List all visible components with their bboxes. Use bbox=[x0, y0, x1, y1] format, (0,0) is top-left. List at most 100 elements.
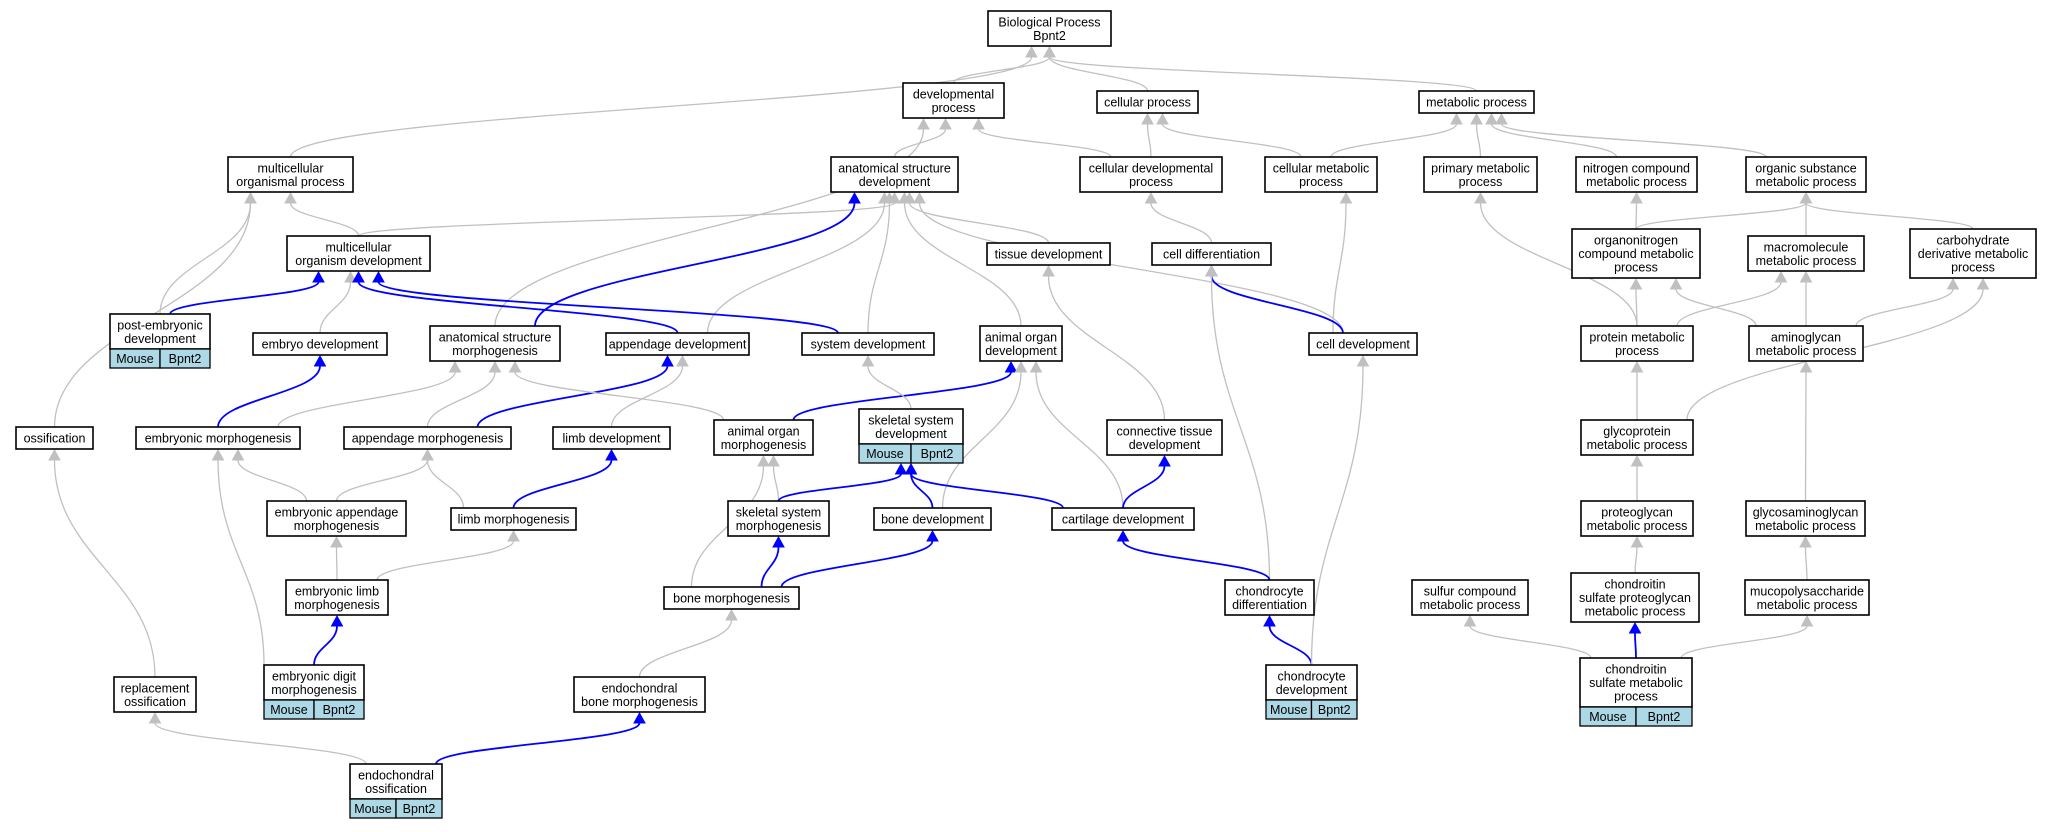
node-label-line: morphogenesis bbox=[271, 683, 356, 697]
go-term-node-cad[interactable]: cartilage development bbox=[1051, 507, 1195, 531]
edge-csm-to-scm bbox=[1469, 625, 1592, 659]
node-box bbox=[109, 313, 211, 350]
node-label-line: morphogenesis bbox=[736, 519, 821, 533]
node-label-line: animal organ bbox=[985, 330, 1057, 344]
arrowhead-icon bbox=[605, 448, 618, 461]
node-label-line: metabolic process bbox=[1757, 598, 1858, 612]
arrowhead-icon bbox=[1799, 360, 1813, 373]
go-term-node-cel[interactable]: cellular process bbox=[1096, 90, 1199, 114]
edge-aod-to-asd bbox=[903, 202, 1022, 327]
go-term-node-emm[interactable]: embryonic morphogenesis bbox=[135, 426, 301, 450]
node-box bbox=[663, 586, 800, 610]
node-box bbox=[605, 332, 750, 356]
edge-ros-to-oss bbox=[53, 459, 156, 678]
go-term-node-oss[interactable]: ossification bbox=[15, 426, 94, 450]
edge-chd-to-cdf bbox=[1210, 275, 1271, 581]
node-label-line: primary metabolic bbox=[1431, 161, 1530, 175]
edge-bod-to-ssd bbox=[910, 473, 934, 509]
edge-td-to-asd bbox=[908, 202, 1050, 244]
node-label-line: development bbox=[859, 175, 931, 189]
node-label-line: appendage morphogenesis bbox=[352, 432, 504, 446]
edge-mop-to-bp bbox=[289, 56, 1033, 158]
go-term-node-cdf[interactable]: cell differentiation bbox=[1151, 242, 1272, 266]
node-label-line: skeletal system bbox=[736, 505, 821, 519]
go-term-node-td[interactable]: tissue development bbox=[986, 242, 1111, 266]
tag-label-bpnt2: Bpnt2 bbox=[921, 447, 954, 461]
go-term-node-apd[interactable]: appendage development bbox=[605, 332, 750, 356]
node-box bbox=[286, 235, 431, 272]
node-label-line: sulfur compound bbox=[1424, 584, 1516, 598]
edge-gag-to-amp bbox=[1804, 371, 1807, 502]
node-box bbox=[727, 500, 830, 537]
go-term-node-cld[interactable]: cell development bbox=[1308, 332, 1418, 356]
go-term-node-bod[interactable]: bone development bbox=[873, 507, 992, 531]
node-label-line: development bbox=[875, 427, 947, 441]
node-box bbox=[1748, 325, 1864, 362]
edge-emd-to-mod bbox=[319, 281, 352, 334]
go-term-node-met[interactable]: metabolic process bbox=[1418, 90, 1535, 114]
node-label-line: nitrogen compound bbox=[1583, 161, 1690, 175]
node-box bbox=[801, 332, 935, 356]
edge-ctd-to-td bbox=[1047, 275, 1166, 421]
node-label-line: ossification bbox=[365, 782, 427, 796]
go-term-node-lid[interactable]: limb development bbox=[552, 426, 671, 450]
node-label-line: cellular metabolic bbox=[1273, 161, 1370, 175]
node-box bbox=[429, 325, 561, 362]
go-term-node-lim[interactable]: limb morphogenesis bbox=[450, 507, 577, 531]
edge-apm-to-asm bbox=[426, 371, 496, 428]
go-term-node-bom[interactable]: bone morphogenesis bbox=[663, 586, 800, 610]
node-label-line: process bbox=[1614, 261, 1658, 275]
arrowhead-icon bbox=[1495, 112, 1508, 125]
node-box bbox=[1744, 579, 1870, 616]
node-box bbox=[1580, 325, 1694, 362]
go-term-node-sd[interactable]: system development bbox=[801, 332, 935, 356]
node-box bbox=[1051, 507, 1195, 531]
go-term-node-apm[interactable]: appendage morphogenesis bbox=[343, 426, 512, 450]
edge-ocm-to-ncm bbox=[1635, 202, 1638, 230]
edge-cmp-to-met bbox=[1330, 123, 1458, 158]
go-term-node-emd[interactable]: embryo development bbox=[252, 332, 388, 356]
arrowhead-icon bbox=[1799, 535, 1812, 548]
edge-prm-to-ocm bbox=[1635, 288, 1638, 327]
node-label-line: chondroitin bbox=[1605, 663, 1666, 677]
edge-ncm-to-met bbox=[1490, 123, 1618, 158]
node-label-line: carbohydrate bbox=[1937, 234, 2010, 248]
